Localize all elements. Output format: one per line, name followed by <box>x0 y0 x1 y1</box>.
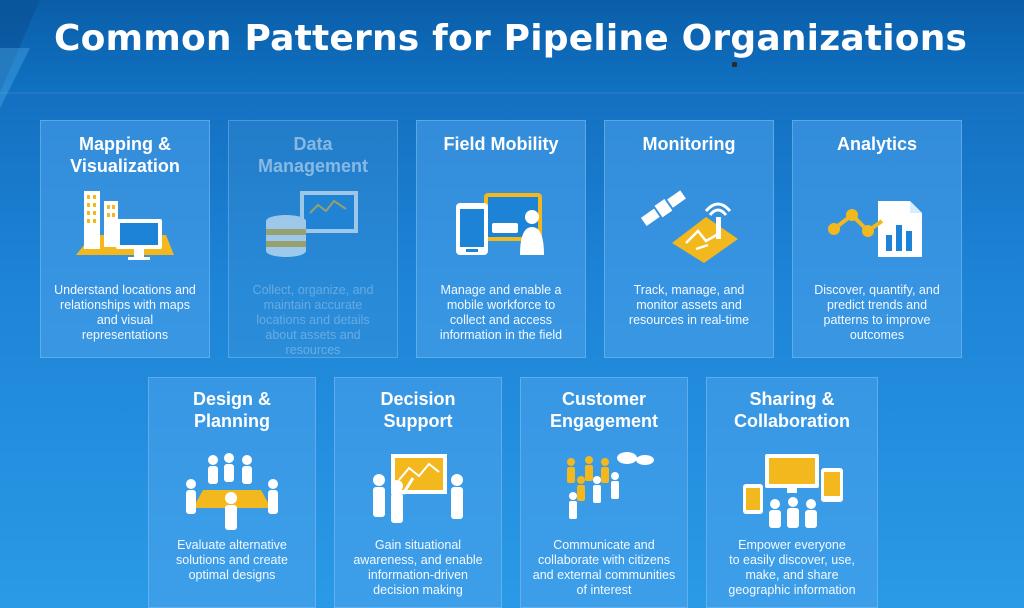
card-description: Gain situational awareness, and enable i… <box>353 538 483 597</box>
mobile-worker-icon <box>446 185 556 265</box>
title-band: Common Patterns for Pipeline Organizatio… <box>0 0 1024 108</box>
card-description: Manage and enable a mobile workforce to … <box>439 283 563 342</box>
card-field-mobility[interactable]: Field Mobility Manage and enable a mobil… <box>416 120 586 358</box>
card-design-planning[interactable]: Design & Planning Evaluate alternative s… <box>148 377 316 608</box>
card-title: Decision Support <box>380 389 456 431</box>
card-mapping-visualization[interactable]: Mapping & Visualization U <box>40 120 210 358</box>
satellite-tracking-icon <box>634 185 744 265</box>
decorative-triangle <box>0 48 30 108</box>
sharing-devices-icon <box>737 450 847 530</box>
card-title: Sharing & Collaboration <box>734 389 850 431</box>
card-title: Design & Planning <box>192 389 271 431</box>
card-description: Evaluate alternative solutions and creat… <box>176 538 288 582</box>
decorative-triangle <box>0 0 40 92</box>
card-monitoring[interactable]: Monitoring Track, manage, and monitor as… <box>604 120 774 358</box>
analytics-chart-icon <box>822 185 932 265</box>
slide-title: Common Patterns for Pipeline Organizatio… <box>54 18 968 59</box>
card-sharing-collaboration[interactable]: Sharing & Collaboration Empower everyone… <box>706 377 878 608</box>
card-customer-engagement[interactable]: Customer Engagement Communicate and c <box>520 377 688 608</box>
card-analytics[interactable]: Analytics Discover, quantify, and predic… <box>792 120 962 358</box>
card-data-management[interactable]: Data Management Collect, organize, and m… <box>228 120 398 358</box>
planning-team-icon <box>177 450 287 530</box>
card-decision-support[interactable]: Decision Support Gain situational awaren… <box>334 377 502 608</box>
card-description: Discover, quantify, and predict trends a… <box>814 283 940 342</box>
card-description: Communicate and collaborate with citizen… <box>532 538 676 597</box>
card-title: Mapping & Visualization <box>70 134 180 176</box>
card-title: Monitoring <box>642 134 736 154</box>
card-title: Customer Engagement <box>549 389 659 431</box>
community-chat-icon <box>549 450 659 530</box>
card-description: Understand locations and relationships w… <box>54 283 196 342</box>
card-description: Collect, organize, and maintain accurate… <box>252 283 374 357</box>
card-title: Data Management <box>257 134 369 176</box>
database-map-icon <box>258 185 368 265</box>
city-monitor-icon <box>70 185 180 265</box>
card-title: Field Mobility <box>443 134 559 154</box>
presentation-icon <box>363 450 473 530</box>
card-description: Track, manage, and monitor assets and re… <box>628 283 750 327</box>
mouse-cursor <box>732 62 737 67</box>
card-description: Empower everyone to easily discover, use… <box>728 538 856 597</box>
card-title: Analytics <box>836 134 918 154</box>
